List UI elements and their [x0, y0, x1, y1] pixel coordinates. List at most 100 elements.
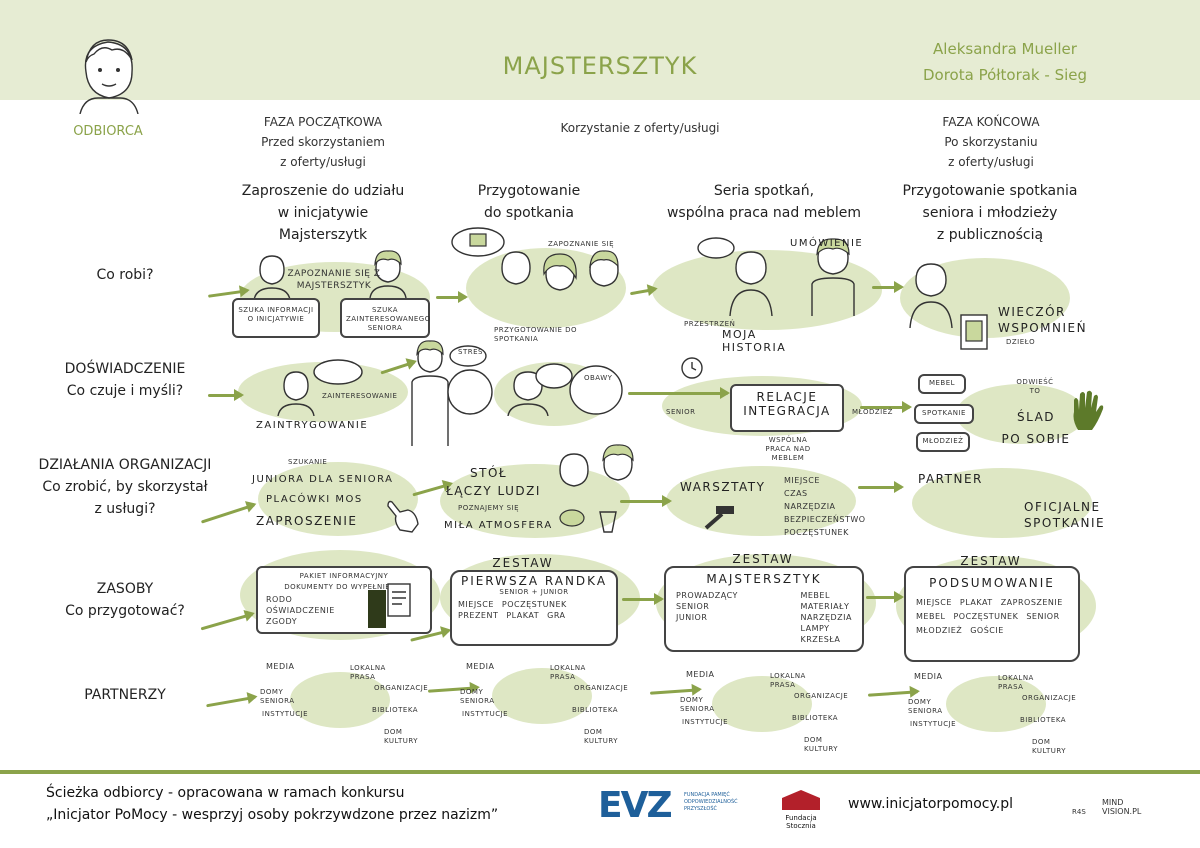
list-item: PLAKAT — [506, 611, 540, 620]
partner-label: LOKALNA PRASA — [770, 672, 806, 689]
row-label-partnerzy: PARTNERZY — [40, 684, 210, 706]
zasoby-c2-box: PIERWSZA RANDKA SENIOR + JUNIOR MIEJSCE … — [450, 570, 618, 646]
box-text: SZUKA INFORMACJI O INICJATYWIE — [238, 306, 314, 323]
evz-logo-subtitle: FUNDACJA PAMIĘĆ ODPOWIEDZIALNOŚĆ PRZYSZŁ… — [684, 792, 738, 812]
flow-arrow — [620, 495, 672, 507]
bg-blob — [712, 676, 812, 732]
partner-hub: MEDIA LOKALNA PRASA DOMY SENIORA INSTYTU… — [904, 670, 1084, 755]
list-item: PREZENT — [458, 611, 499, 620]
zasoby-c3-left: PROWADZĄCY SENIOR JUNIOR — [676, 590, 738, 645]
co-robi-c3-c: MOJA HISTORIA — [722, 328, 787, 354]
partner-label: DOM KULTURY — [804, 736, 839, 753]
box-text: MŁODZIEŻ — [922, 437, 964, 445]
dosw-c3-right: MŁODZIEŻ — [852, 408, 893, 416]
partner-label: BIBLIOTEKA — [1020, 716, 1067, 724]
youth-figure-icon — [811, 238, 855, 316]
zasoby-c4-label: ZESTAW — [960, 554, 1022, 568]
partner-label: BIBLIOTEKA — [372, 706, 419, 714]
partner-hub: MEDIA LOKALNA PRASA DOMY SENIORA INSTYTU… — [456, 660, 636, 745]
row-label-dzialania: DZIAŁANIA ORGANIZACJI Co zrobić, by skor… — [30, 454, 220, 520]
zasoby-c3-lists: PROWADZĄCY SENIOR JUNIOR MEBEL MATERIAŁY… — [666, 586, 862, 649]
list-item: ZAPROSZENIE — [1000, 598, 1063, 607]
author-1: Aleksandra Mueller — [933, 40, 1077, 58]
list-item: LAMPY — [800, 624, 830, 633]
partner-label: DOM KULTURY — [1032, 738, 1067, 755]
relations-title-2: INTEGRACJA — [743, 404, 831, 418]
senior-figure-icon — [909, 263, 953, 328]
co-robi-c2-b: PRZYGOTOWANIE DO SPOTKANIA — [494, 326, 578, 343]
partner-label: MEDIA — [914, 672, 943, 681]
dosw-c4-c: PO SOBIE — [1001, 432, 1071, 446]
partner-label: INSTYTUCJE — [910, 720, 957, 728]
youth-figure-icon — [411, 340, 449, 446]
partner-label: DOMY SENIORA — [908, 698, 943, 715]
footer-url[interactable]: www.inicjatorpomocy.pl — [848, 796, 1014, 812]
bg-blob — [258, 462, 418, 536]
co-robi-c1-right-box: SZUKA ZAINTERESOWANEGO SENIORA — [340, 298, 430, 338]
box-text: MEBEL — [928, 379, 956, 387]
flow-arrow — [206, 695, 256, 708]
step-line: z publicznością — [936, 227, 1044, 243]
flow-arrow — [436, 291, 468, 303]
dosw-c3-sub: WSPÓLNA PRACA NAD MEBLEM — [765, 436, 811, 462]
partner-label: DOM KULTURY — [584, 728, 619, 745]
row-label-line: ZASOBY — [96, 581, 154, 597]
step-line: do spotkania — [484, 205, 574, 221]
speech-bubble-icon — [451, 227, 505, 257]
partner-label: LOKALNA PRASA — [998, 674, 1034, 691]
list-item: MIEJSCE — [458, 600, 494, 609]
senior-figure-icon — [277, 371, 315, 416]
list-item: MŁODZIEŻ — [916, 626, 963, 635]
row-label-zasoby: ZASOBY Co przygotować? — [40, 578, 210, 622]
row-label-line: PARTNERZY — [84, 687, 166, 703]
partner-label: ORGANIZACJE — [374, 684, 429, 692]
step-line: Przygotowanie spotkania — [902, 183, 1078, 199]
list-item: PLAKAT — [959, 598, 993, 607]
partner-label: DOMY SENIORA — [680, 696, 715, 713]
bg-blob — [946, 676, 1046, 732]
row-label-doswiadczenie: DOŚWIADCZENIE Co czuje i myśli? — [40, 358, 210, 402]
evz-logo: EVZ — [598, 785, 673, 826]
list-item: JUNIOR — [676, 613, 708, 622]
partner-label: INSTYTUCJE — [682, 718, 729, 726]
dzialania-c1-0: SZUKANIE — [288, 458, 328, 466]
partner-hub: MEDIA LOKALNA PRASA DOMY SENIORA INSTYTU… — [676, 668, 856, 753]
dzialania-c2-0: STÓŁ — [470, 466, 508, 480]
header-banner — [0, 0, 1200, 100]
dosw-c1-a: ZAINTERESOWANIE — [322, 392, 398, 400]
list-item: SENIOR — [1026, 612, 1060, 621]
list-item: GOŚCIE — [970, 626, 1004, 635]
co-robi-c3-b: PRZESTRZEŃ — [684, 320, 736, 328]
zasoby-c2-list: MIEJSCE POCZĘSTUNEK PREZENT PLAKAT GRA — [452, 597, 616, 623]
flow-arrow — [629, 287, 657, 296]
zasoby-c2-label: ZESTAW — [492, 556, 554, 570]
step-preparation: Przygotowanie do spotkania — [444, 180, 614, 224]
zasoby-c3-label: ZESTAW — [732, 552, 794, 566]
dzialania-c1-2: PLACÓWKI MOS — [266, 494, 363, 505]
step-line: seniora i młodzieży — [922, 205, 1058, 221]
step-meetings: Seria spotkań, wspólna praca nad meblem — [664, 180, 864, 224]
phase-final-line: Po skorzystaniu — [944, 135, 1038, 149]
zasoby-c3-right: MEBEL MATERIAŁY NARZĘDZIA LAMPY KRZESŁA — [800, 590, 852, 645]
recipient-portrait-icon — [79, 39, 139, 114]
flow-arrow — [207, 289, 249, 298]
dosw-c2-a: STRES — [458, 348, 483, 356]
documents-icon — [368, 583, 411, 628]
flow-arrow — [860, 401, 912, 413]
step-line: Seria spotkań, — [713, 183, 815, 199]
dosw-c4-box1: MEBEL — [918, 374, 966, 394]
step-line: wspólna praca nad meblem — [666, 205, 861, 221]
step-line: Zaproszenie do udziału — [241, 183, 405, 199]
partner-label: DOMY SENIORA — [460, 688, 495, 705]
dzialania-c2-3: MIŁA ATMOSFERA — [444, 520, 553, 531]
clock-icon — [681, 357, 703, 379]
row-label-line: DZIAŁANIA ORGANIZACJI — [38, 457, 212, 473]
partner-label: MEDIA — [686, 670, 715, 679]
partner-hub: MEDIA LOKALNA PRASA DOMY SENIORA INSTYTU… — [256, 660, 436, 745]
list-item: MIEJSCE — [784, 476, 820, 485]
step-final-meeting: Przygotowanie spotkania seniora i młodzi… — [892, 180, 1088, 246]
flow-arrow — [858, 481, 904, 493]
pointing-hand-icon — [387, 500, 419, 533]
partner-label: DOM KULTURY — [384, 728, 419, 745]
partner-label: ORGANIZACJE — [1022, 694, 1077, 702]
